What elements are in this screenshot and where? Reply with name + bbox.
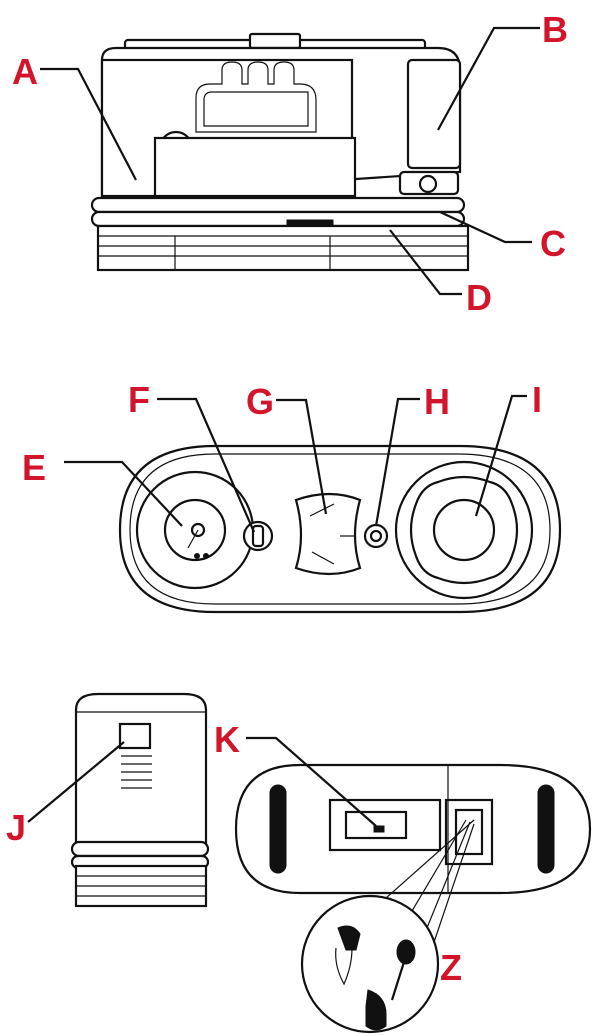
label-j: J	[6, 807, 26, 848]
leader-g	[276, 398, 328, 515]
top-latch	[248, 32, 302, 50]
top-view-compressor	[64, 394, 562, 614]
nozzle-cone	[335, 947, 353, 986]
label-i: I	[532, 379, 542, 420]
leader-d	[389, 229, 462, 296]
label-z: Z	[440, 947, 462, 988]
adapter	[365, 989, 387, 1031]
nozzle-top	[337, 925, 361, 951]
label-h: H	[424, 381, 450, 422]
leader-h	[374, 397, 420, 527]
needle-shaft	[390, 961, 406, 1001]
leader-c	[439, 211, 532, 244]
labels: A B C D E F G H I J K Z	[6, 9, 568, 988]
label-f: F	[128, 379, 150, 420]
left-foot	[269, 784, 287, 874]
label-a: A	[12, 51, 38, 92]
bottom-base	[96, 224, 470, 272]
leader-i	[474, 394, 527, 517]
base-ring-1	[90, 196, 466, 214]
button-h-inner	[369, 529, 383, 543]
top-outline-inner	[129, 453, 551, 605]
leader-j	[27, 741, 125, 823]
leader-a	[40, 67, 137, 181]
bottom-view-compressor	[234, 736, 592, 1034]
hose-inner	[203, 91, 309, 127]
needle-head	[396, 939, 416, 965]
selector-g-mark-1	[309, 503, 335, 517]
front-ring-1	[70, 840, 210, 858]
right-module	[406, 58, 462, 170]
accessory-circle	[300, 894, 440, 1034]
cord-k-plug	[373, 825, 385, 833]
label-b: B	[542, 9, 568, 50]
front-step	[153, 136, 357, 198]
base-ring-2	[90, 210, 466, 228]
hose-coil	[195, 61, 317, 133]
label-c: C	[540, 223, 566, 264]
gauge-e-dot-1	[194, 553, 200, 559]
selector-g	[294, 492, 362, 576]
side-view-compressor	[40, 26, 540, 296]
valve-knob	[418, 174, 438, 194]
label-d: D	[466, 277, 492, 318]
front-body	[74, 692, 208, 846]
selector-g-mark-2	[311, 551, 335, 565]
leader-k	[246, 736, 377, 827]
gauge-e-dot-2	[203, 553, 209, 559]
front-view-compressor	[27, 692, 210, 908]
switch-f-slot	[251, 524, 265, 548]
leader-b	[437, 26, 540, 131]
cap-i-center	[432, 498, 496, 562]
right-foot	[537, 784, 555, 874]
label-e: E	[22, 447, 46, 488]
vent-j-plate	[118, 722, 152, 750]
gauge-e-needle	[187, 529, 199, 549]
label-k: K	[214, 719, 240, 760]
zoom-line-3	[431, 823, 475, 949]
label-g: G	[246, 381, 274, 422]
leader-f	[157, 397, 256, 533]
leader-e	[64, 460, 183, 527]
